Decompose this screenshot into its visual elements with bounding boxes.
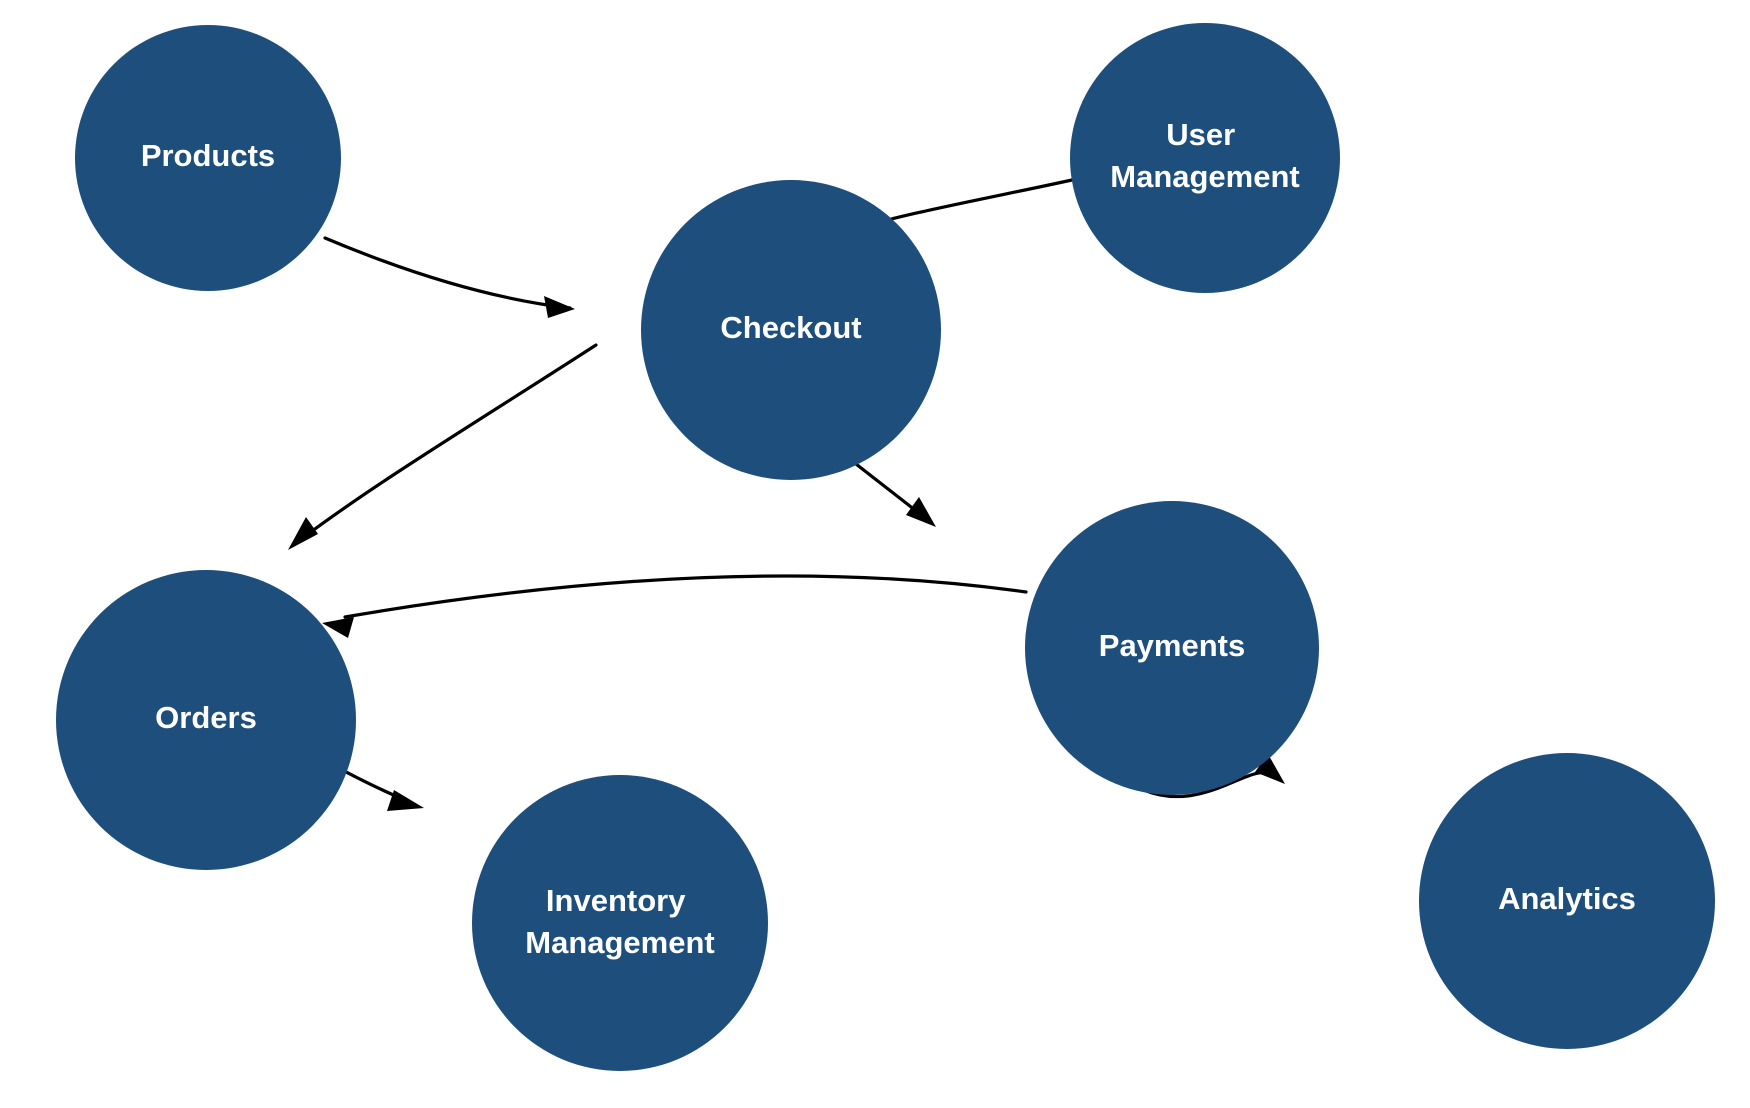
node-payments-label: Payments xyxy=(1099,628,1245,663)
edge-payments-orders-line xyxy=(343,574,1028,619)
edge-checkout-orders[interactable] xyxy=(288,343,598,550)
node-checkout-circle[interactable] xyxy=(641,180,941,480)
node-user-management-circle[interactable] xyxy=(1070,23,1340,293)
node-checkout[interactable]: Checkout xyxy=(641,180,941,480)
node-orders[interactable]: Orders xyxy=(56,570,356,870)
edge-products-checkout[interactable] xyxy=(323,236,575,318)
edge-payments-orders[interactable] xyxy=(322,574,1028,638)
edge-products-checkout-line xyxy=(323,236,572,310)
node-inventory-management-label: Inventory Management xyxy=(525,883,714,960)
edge-products-checkout-arrowhead xyxy=(544,296,575,318)
node-payments-circle[interactable] xyxy=(1025,501,1319,795)
node-analytics-circle[interactable] xyxy=(1419,753,1715,1049)
node-orders-circle[interactable] xyxy=(56,570,356,870)
node-user-management[interactable]: User Management xyxy=(1070,23,1340,293)
node-checkout-label: Checkout xyxy=(720,310,861,345)
node-products-label: Products xyxy=(141,138,275,173)
node-orders-label: Orders xyxy=(155,700,257,735)
node-products[interactable]: Products xyxy=(75,25,341,291)
edge-orders-inventory-arrowhead xyxy=(387,790,424,811)
node-user-management-label: User Management xyxy=(1110,117,1299,194)
node-products-circle[interactable] xyxy=(75,25,341,291)
node-payments[interactable]: Payments xyxy=(1025,501,1319,795)
node-inventory-management[interactable]: Inventory Management xyxy=(472,775,768,1071)
node-inventory-management-circle[interactable] xyxy=(472,775,768,1071)
node-analytics[interactable]: Analytics xyxy=(1419,753,1715,1049)
edge-payments-orders-arrowhead xyxy=(322,617,354,638)
edge-checkout-payments-arrowhead xyxy=(906,497,936,527)
node-layer: Products Checkout User Management xyxy=(56,23,1715,1071)
node-analytics-label: Analytics xyxy=(1498,881,1636,916)
edge-checkout-orders-arrowhead xyxy=(288,517,318,550)
edge-checkout-orders-line xyxy=(298,343,598,542)
edge-payments-analytics-arrowhead xyxy=(1255,754,1285,784)
